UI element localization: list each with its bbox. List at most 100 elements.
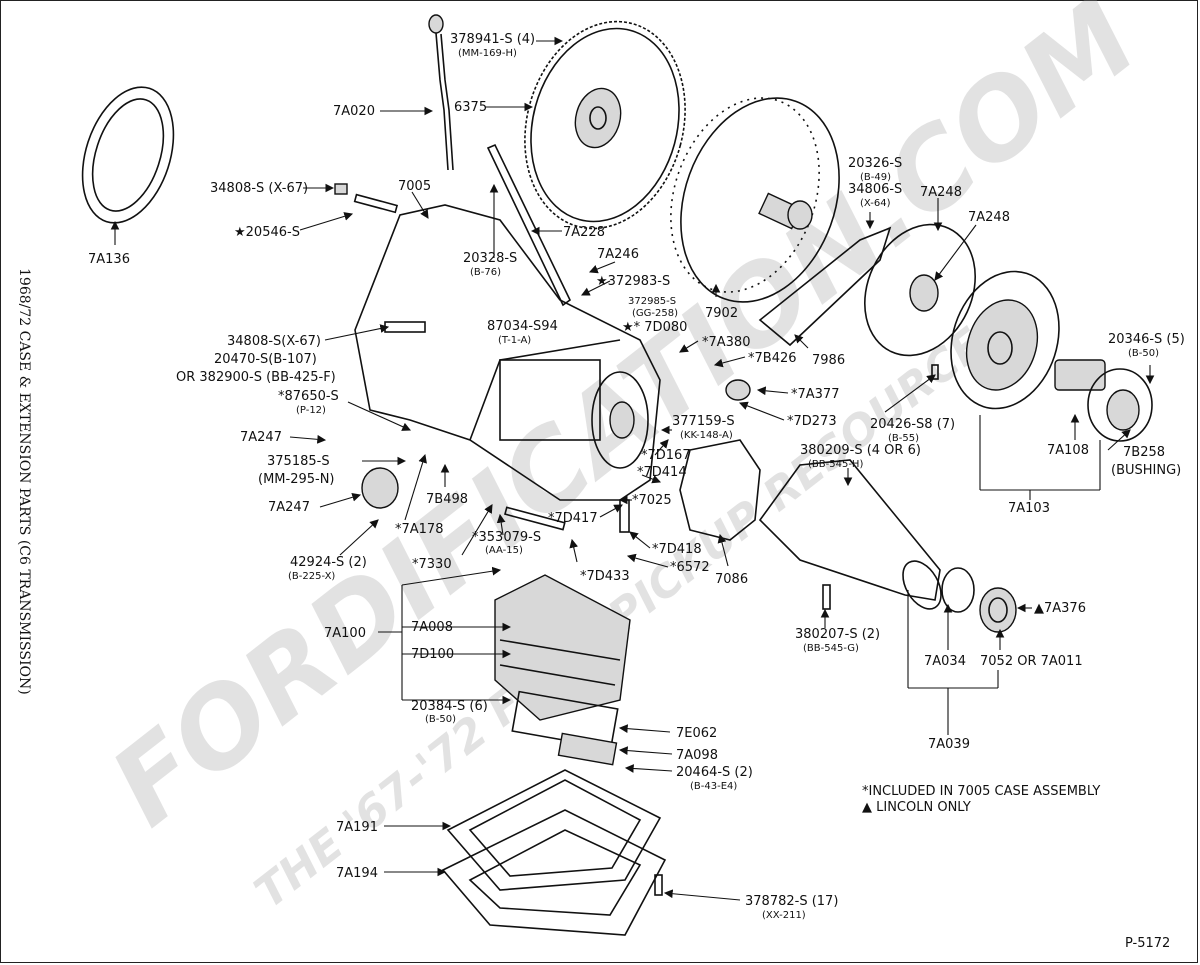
callout-20426: 20426-S8 (7) xyxy=(870,417,955,432)
callout-6375: 6375 xyxy=(454,100,487,115)
valve-body-7a100-drawing xyxy=(494,574,631,766)
callout-7005: 7005 xyxy=(398,179,431,194)
callout-7b498: 7B498 xyxy=(426,492,468,507)
callout-7b426: *7B426 xyxy=(748,351,797,366)
callout-380209-sub: (BB-545-H) xyxy=(808,459,863,470)
callout-7a246: 7A246 xyxy=(597,247,639,262)
filler-tube-7a228-drawing xyxy=(486,143,572,307)
callout-20384-sub: (B-50) xyxy=(425,714,456,725)
callout-87034-sub: (T-1-A) xyxy=(498,335,531,346)
callout-34808-x67-b: 34808-S(X-67) xyxy=(227,334,321,349)
callout-87034: 87034-S94 xyxy=(487,319,558,334)
callout-7a034: 7A034 xyxy=(924,654,966,669)
callout-7a008: 7A008 xyxy=(411,620,453,635)
callout-7a228: 7A228 xyxy=(563,225,605,240)
callout-20464: 20464-S (2) xyxy=(676,765,753,780)
callout-7a020: 7A020 xyxy=(333,104,375,119)
callout-20326-sub: (B-49) xyxy=(860,172,891,183)
callout-7a247-b: 7A247 xyxy=(268,500,310,515)
case-7005-drawing xyxy=(354,204,661,501)
callout-20470: 20470-S(B-107) xyxy=(214,352,317,367)
callout-372985-sub: (GG-258) xyxy=(632,308,678,319)
callout-353079-sub: (AA-15) xyxy=(485,545,523,556)
callout-20426-sub: (B-55) xyxy=(888,433,919,444)
callout-7902: 7902 xyxy=(705,306,738,321)
callout-20384: 20384-S (6) xyxy=(411,699,488,714)
callout-378941: 378941-S (4) xyxy=(450,32,535,47)
callout-7a377: *7A377 xyxy=(791,387,839,402)
callout-380207-sub: (BB-545-G) xyxy=(803,643,859,654)
small-hardware-drawing xyxy=(334,183,939,896)
callout-7086: 7086 xyxy=(715,572,748,587)
callout-7a100: 7A100 xyxy=(324,626,366,641)
callout-bushing: (BUSHING) xyxy=(1111,463,1181,478)
callout-375185: 375185-S xyxy=(267,454,330,469)
cover-7086-drawing xyxy=(679,439,761,541)
callout-7a108: 7A108 xyxy=(1047,443,1089,458)
callout-7b258: 7B258 xyxy=(1123,445,1165,460)
callout-20346-sub: (B-50) xyxy=(1128,348,1159,359)
callout-87650-sub: (P-12) xyxy=(296,405,326,416)
callout-7a098: 7A098 xyxy=(676,748,718,763)
gasket-7986-drawing xyxy=(758,226,892,347)
callout-380209: 380209-S (4 OR 6) xyxy=(800,443,921,458)
callout-7986: 7986 xyxy=(812,353,845,368)
callout-7a194: 7A194 xyxy=(336,866,378,881)
callout-378782: 378782-S (17) xyxy=(745,894,838,909)
callout-7d418: *7D418 xyxy=(652,542,702,557)
callout-7d273: *7D273 xyxy=(787,414,837,429)
callout-34808-x67-a: 34808-S (X-67) xyxy=(210,181,308,196)
callout-377159: 377159-S xyxy=(672,414,735,429)
callout-7a380: *7A380 xyxy=(702,335,750,350)
callout-378782-sub: (XX-211) xyxy=(762,910,806,921)
leader-lines xyxy=(110,36,1155,901)
converter-7902-drawing xyxy=(670,97,840,303)
callout-7d414: *7D414 xyxy=(637,465,687,480)
callout-87650: *87650-S xyxy=(278,389,339,404)
note-included-in-case: *INCLUDED IN 7005 CASE ASSEMBLY xyxy=(862,784,1100,799)
callout-372983: ★372983-S xyxy=(596,274,670,289)
callout-labels: 7A136 34808-S (X-67) ★20546-S 7005 7A020… xyxy=(88,32,1185,921)
callout-353079: *353079-S xyxy=(472,530,541,545)
callout-20464-sub: (B-43-E4) xyxy=(690,781,737,792)
callout-377159-sub: (KK-148-A) xyxy=(680,430,733,441)
callout-7a191: 7A191 xyxy=(336,820,378,835)
flexplate-6375-drawing xyxy=(524,20,686,230)
callout-7a376: ▲7A376 xyxy=(1034,601,1086,616)
callout-6572: *6572 xyxy=(670,560,710,575)
callout-mm295: (MM-295-N) xyxy=(258,472,335,487)
legend-notes: *INCLUDED IN 7005 CASE ASSEMBLY ▲ LINCOL… xyxy=(862,784,1100,815)
callout-7a039: 7A039 xyxy=(928,737,970,752)
callout-42924-sub: (B-225-X) xyxy=(288,571,335,582)
callout-7d100: 7D100 xyxy=(411,647,454,662)
callout-34806-sub: (X-64) xyxy=(860,198,891,209)
callout-7a103: 7A103 xyxy=(1008,501,1050,516)
pump-7a103-drawing xyxy=(950,270,1060,410)
callout-7330: *7330 xyxy=(412,557,452,572)
callout-7052: 7052 OR 7A011 xyxy=(980,654,1083,669)
sidebar-title: 1968/72 CASE & EXTENSION PARTS (C6 TRANS… xyxy=(16,268,32,695)
figure-number: P-5172 xyxy=(1125,936,1170,951)
bushing-seal-drawing xyxy=(941,567,1017,633)
callout-34806: 34806-S xyxy=(848,182,902,197)
callout-7d167: *7D167 xyxy=(641,448,691,463)
callout-7d433: *7D433 xyxy=(580,569,630,584)
gasket-7a136-drawing xyxy=(81,86,175,224)
callout-7a247-a: 7A247 xyxy=(240,430,282,445)
callout-380207: 380207-S (2) xyxy=(795,627,880,642)
callout-20328-sub: (B-76) xyxy=(470,267,501,278)
callout-20328: 20328-S xyxy=(463,251,517,266)
watermark: FORDIFICATION.COM THE '67-'72 FORD PICKU… xyxy=(89,0,1159,919)
callout-7e062: 7E062 xyxy=(676,726,717,741)
callout-378941-sub: (MM-169-H) xyxy=(458,48,517,59)
callout-20546: ★20546-S xyxy=(234,225,300,240)
callout-7a248-a: 7A248 xyxy=(920,185,962,200)
seal-7a248-drawing xyxy=(864,223,976,357)
callout-7a136: 7A136 xyxy=(88,252,130,267)
pan-drawing xyxy=(441,769,667,936)
dipstick-7a020-drawing xyxy=(428,14,454,171)
callout-7a248-b: 7A248 xyxy=(968,210,1010,225)
callout-42924: 42924-S (2) xyxy=(290,555,367,570)
